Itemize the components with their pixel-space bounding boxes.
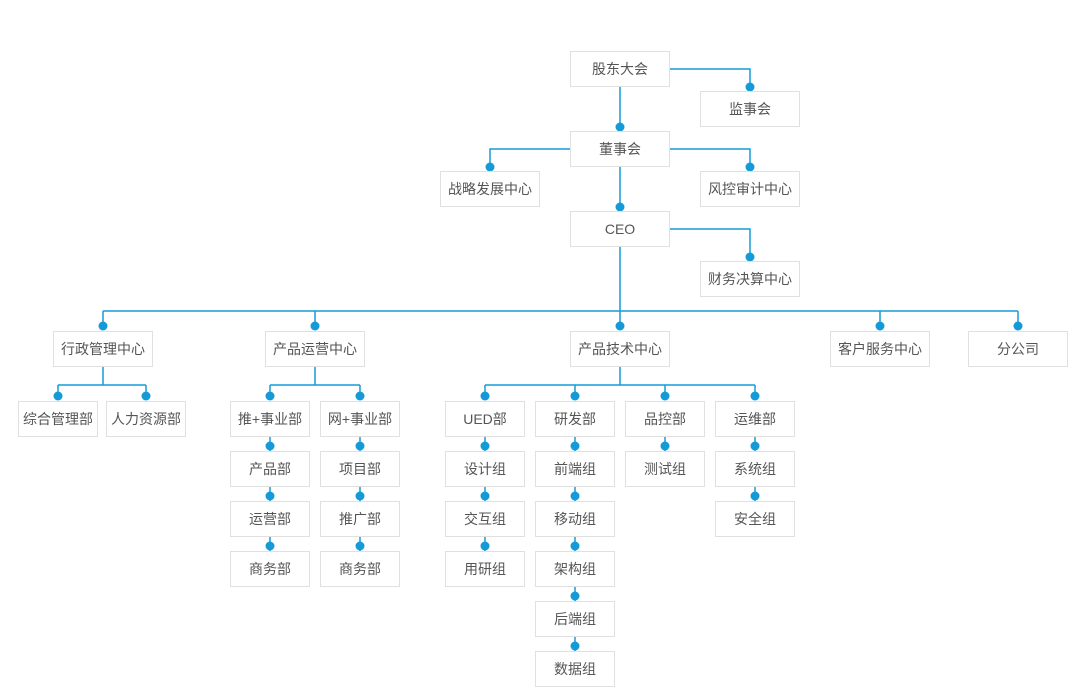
org-node-strategy-center: 战略发展中心 <box>440 171 540 207</box>
org-node-system-group: 系统组 <box>715 451 795 487</box>
org-node-user-research-group: 用研组 <box>445 551 525 587</box>
org-node-tui-division: 推+事业部 <box>230 401 310 437</box>
org-node-frontend-group: 前端组 <box>535 451 615 487</box>
org-node-design-group: 设计组 <box>445 451 525 487</box>
org-node-product-dept: 产品部 <box>230 451 310 487</box>
org-node-architecture-group: 架构组 <box>535 551 615 587</box>
org-node-project-dept: 项目部 <box>320 451 400 487</box>
org-node-business-dept-wang: 商务部 <box>320 551 400 587</box>
org-node-supervisory-board: 监事会 <box>700 91 800 127</box>
org-node-ued-dept: UED部 <box>445 401 525 437</box>
org-node-security-group: 安全组 <box>715 501 795 537</box>
org-node-qc-dept: 品控部 <box>625 401 705 437</box>
org-node-backend-group: 后端组 <box>535 601 615 637</box>
org-node-interaction-group: 交互组 <box>445 501 525 537</box>
org-node-product-tech-center: 产品技术中心 <box>570 331 670 367</box>
org-node-ops-dept: 运维部 <box>715 401 795 437</box>
org-node-operations-dept: 运营部 <box>230 501 310 537</box>
org-node-promotion-dept: 推广部 <box>320 501 400 537</box>
org-node-finance-center: 财务决算中心 <box>700 261 800 297</box>
org-node-rd-dept: 研发部 <box>535 401 615 437</box>
org-node-hr-dept: 人力资源部 <box>106 401 186 437</box>
org-node-branch-company: 分公司 <box>968 331 1068 367</box>
org-node-shareholders-meeting: 股东大会 <box>570 51 670 87</box>
org-node-mobile-group: 移动组 <box>535 501 615 537</box>
org-node-business-dept-tui: 商务部 <box>230 551 310 587</box>
org-node-wang-division: 网+事业部 <box>320 401 400 437</box>
org-node-data-group: 数据组 <box>535 651 615 687</box>
org-node-ceo: CEO <box>570 211 670 247</box>
org-node-product-ops-center: 产品运营中心 <box>265 331 365 367</box>
org-node-customer-service-center: 客户服务中心 <box>830 331 930 367</box>
org-node-admin-center: 行政管理中心 <box>53 331 153 367</box>
connector-dots <box>53 82 1023 651</box>
org-node-board-of-directors: 董事会 <box>570 131 670 167</box>
org-node-risk-audit-center: 风控审计中心 <box>700 171 800 207</box>
org-node-testing-group: 测试组 <box>625 451 705 487</box>
org-node-general-mgmt-dept: 综合管理部 <box>18 401 98 437</box>
